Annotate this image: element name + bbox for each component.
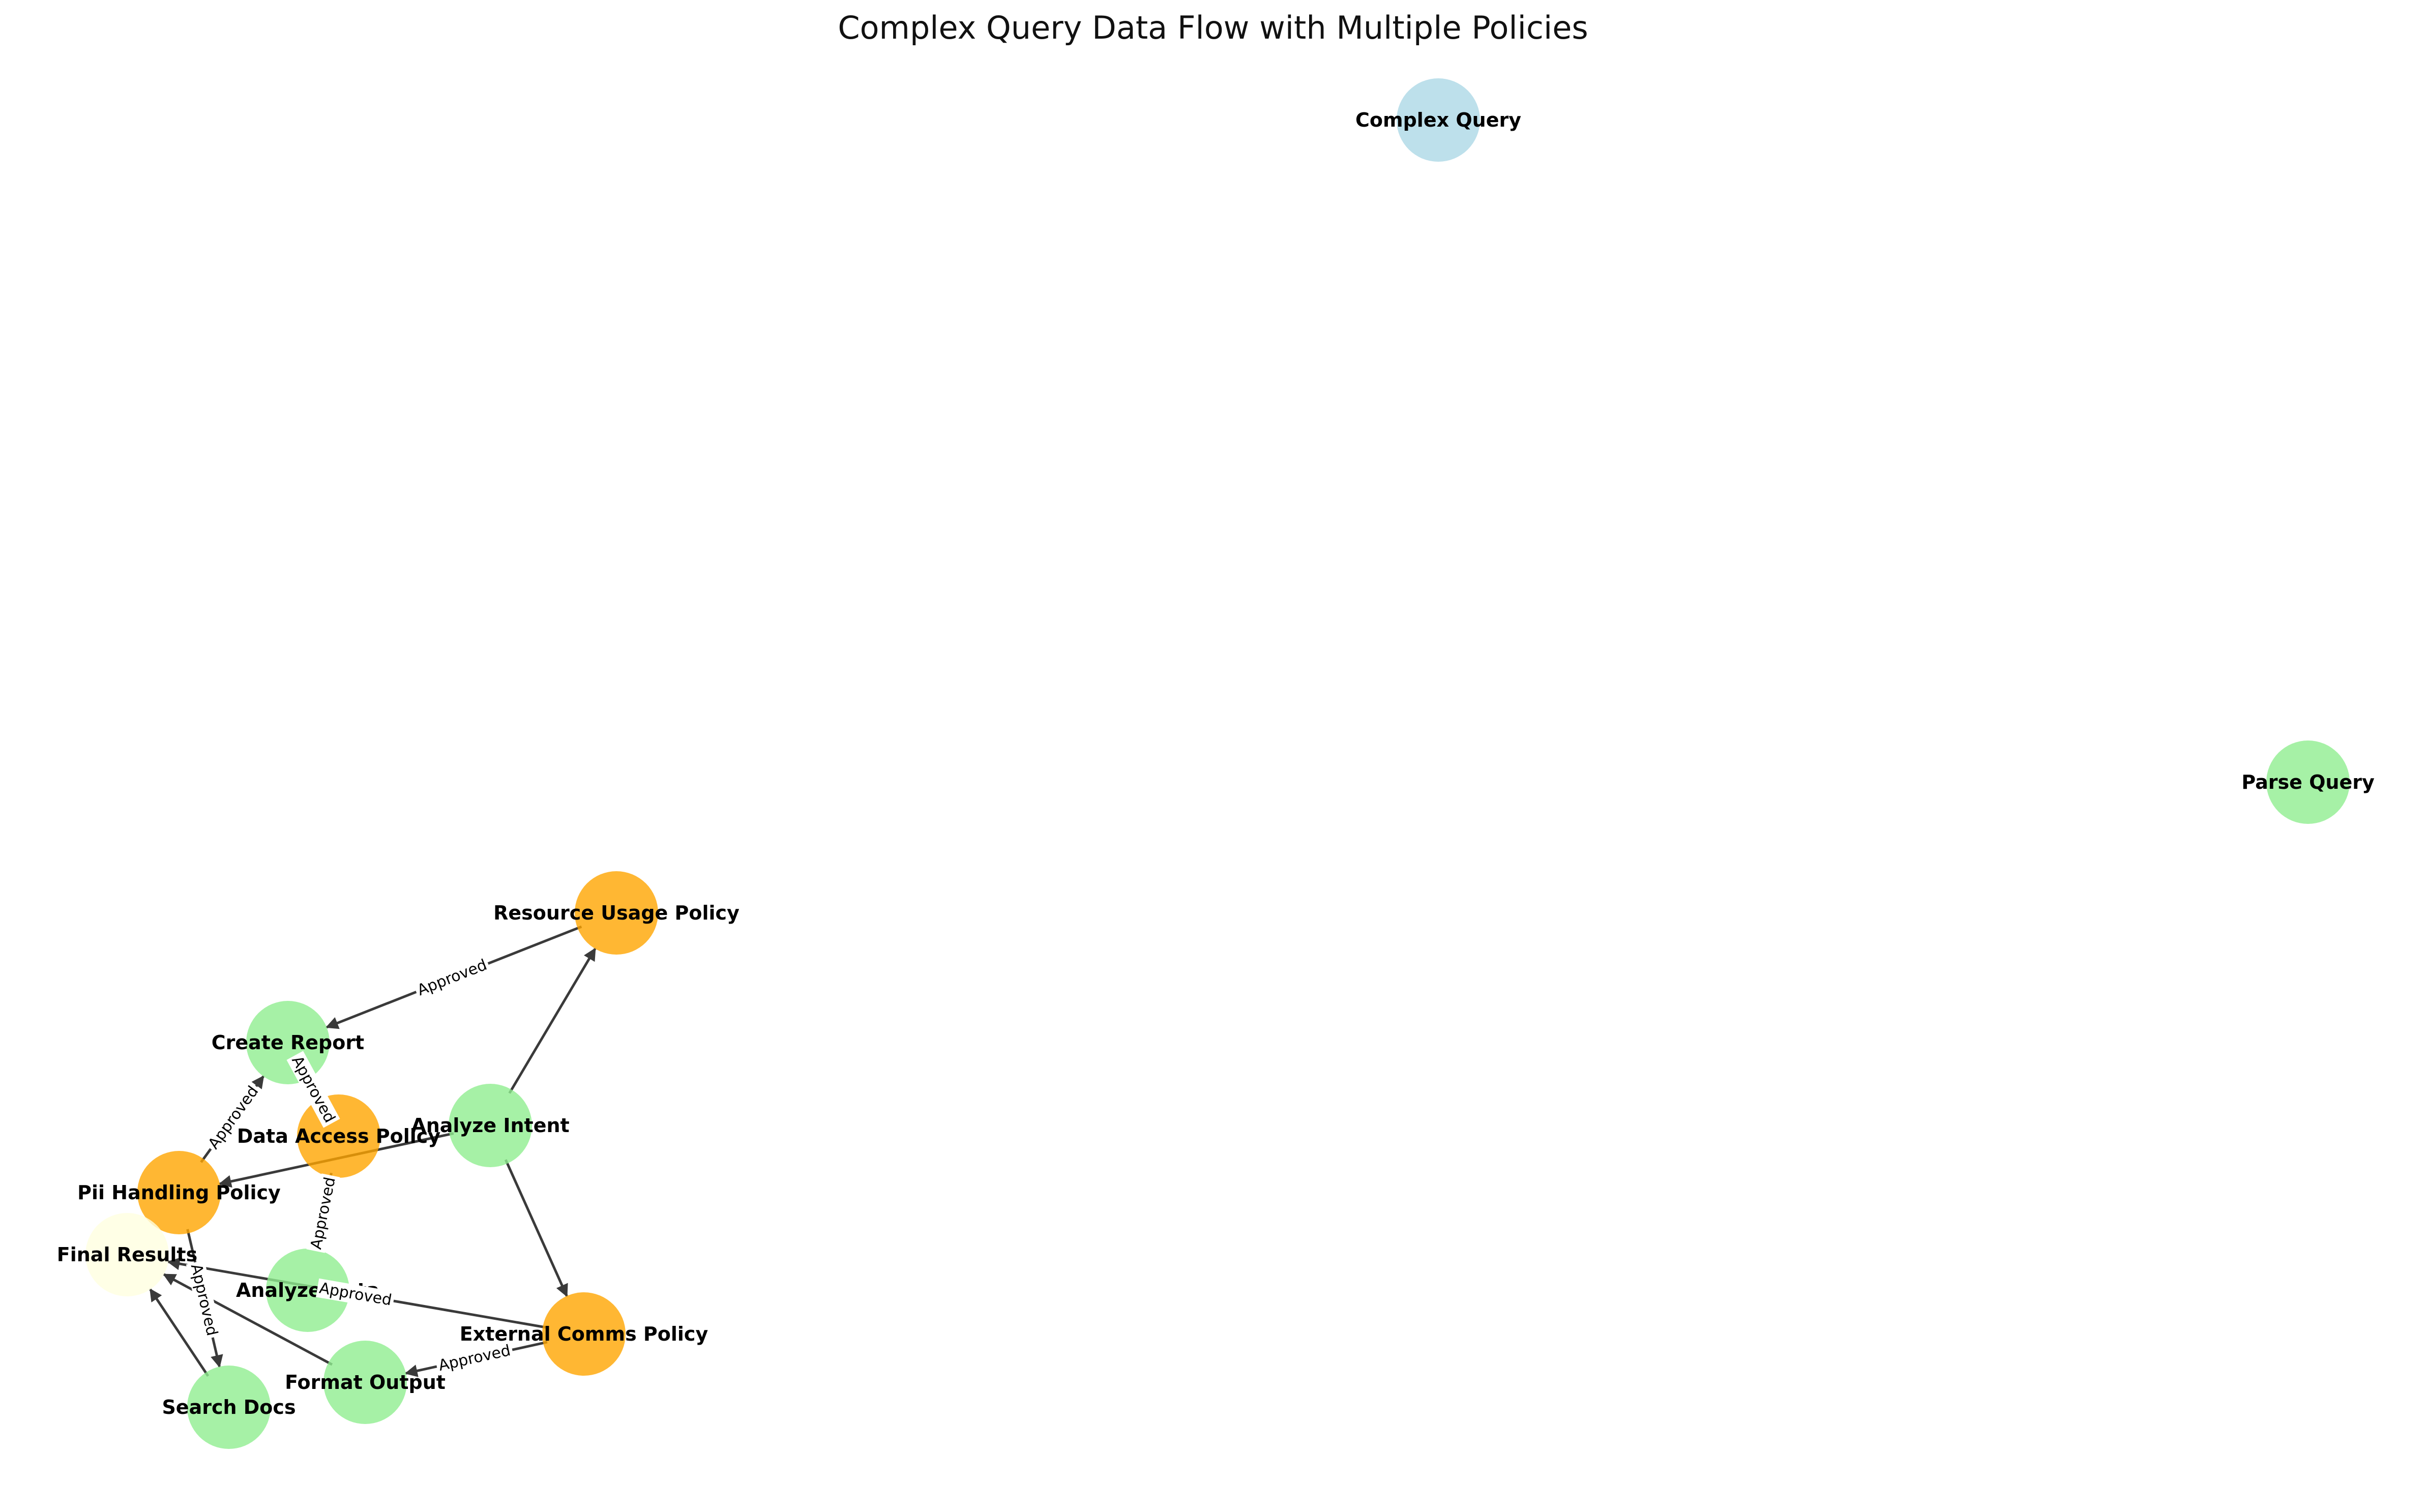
- node-analyze_data: [266, 1249, 349, 1332]
- node-label-resource_usage_policy: Resource Usage Policy: [493, 902, 739, 924]
- node-pii_handling_policy: [137, 1151, 221, 1234]
- svg-text:Approved: Approved: [437, 1342, 512, 1375]
- svg-text:Approved: Approved: [187, 1262, 221, 1338]
- edge-label-resource_usage_policy-to-create_report: Approved: [412, 955, 492, 1001]
- edge-analyze_intent-to-external_comms_policy: [504, 1159, 568, 1297]
- node-analyze_intent: [449, 1084, 532, 1167]
- node-label-data_access_policy: Data Access Policy: [237, 1125, 440, 1147]
- svg-text:Approved: Approved: [415, 956, 490, 999]
- node-label-create_report: Create Report: [212, 1031, 364, 1054]
- node-parse_query: [2266, 740, 2350, 824]
- node-format_output: [323, 1341, 407, 1424]
- node-label-complex_query: Complex Query: [1355, 109, 1521, 131]
- node-label-search_docs: Search Docs: [162, 1396, 295, 1418]
- edge-label-pii_handling_policy-to-search_docs: Approved: [186, 1260, 222, 1340]
- node-label-pii_handling_policy: Pii Handling Policy: [77, 1181, 281, 1204]
- edge-label-data_access_policy-to-analyze_data: Approved: [306, 1173, 340, 1253]
- node-final_results: [85, 1213, 169, 1296]
- nodes-layer: [85, 78, 2350, 1449]
- diagram-title: Complex Query Data Flow with Multiple Po…: [838, 9, 1588, 46]
- node-label-parse_query: Parse Query: [2241, 771, 2375, 793]
- node-label-analyze_intent: Analyze Intent: [411, 1114, 569, 1137]
- node-external_comms_policy: [542, 1292, 626, 1376]
- edge-search_docs-to-final_results: [149, 1288, 210, 1377]
- node-resource_usage_policy: [575, 871, 658, 955]
- node-complex_query: [1397, 78, 1480, 162]
- node-label-format_output: Format Output: [285, 1371, 446, 1394]
- node-search_docs: [187, 1366, 271, 1449]
- node-label-final_results: Final Results: [57, 1243, 197, 1266]
- edge-analyze_intent-to-resource_usage_policy: [508, 947, 597, 1094]
- svg-text:Approved: Approved: [307, 1176, 339, 1251]
- edge-label-external_comms_policy-to-format_output: Approved: [434, 1341, 515, 1376]
- node-label-external_comms_policy: External Comms Policy: [460, 1323, 708, 1345]
